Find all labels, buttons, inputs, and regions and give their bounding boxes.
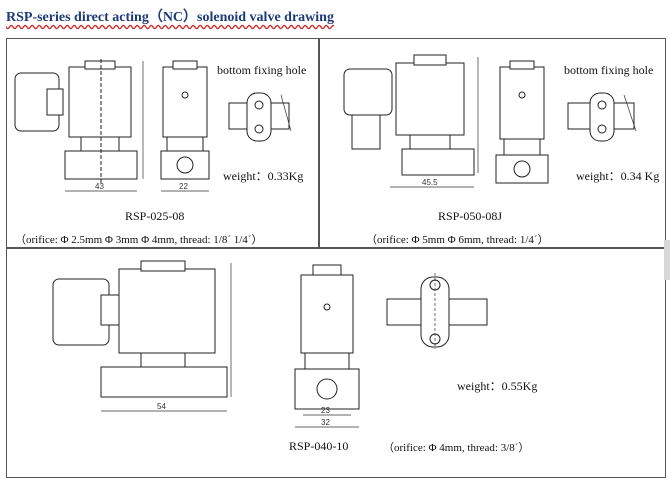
bottom-fixing-label: bottom fixing hole xyxy=(564,63,654,77)
weight-label: weight：0.55Kg xyxy=(457,379,538,393)
spec-label: （orifice: Φ 2.5mm Φ 3mm Φ 4mm, thread: 1… xyxy=(15,234,263,246)
panel-rsp-025-08: 43 22 bottom fixing hole weight：0.33Kg R… xyxy=(6,38,319,248)
valve-front-view: 45.5 xyxy=(343,54,479,188)
model-label: RSP-025-08 xyxy=(125,209,185,223)
panel-rsp-040-10: 54 23 32 weight：0.55Kg RSP-040-10 （orifi… xyxy=(6,248,666,478)
spec-label: （orifice: Φ 5mm Φ 6mm, thread: 1/4ˊ） xyxy=(366,234,549,246)
dim-inner-label: 23 xyxy=(321,406,330,415)
scrollbar[interactable] xyxy=(664,240,670,280)
dim-width-label: 43 xyxy=(95,182,104,191)
spec-label: （orifice: Φ 4mm, thread: 3/8ˊ） xyxy=(383,442,530,454)
valve-front-view: 54 xyxy=(52,260,232,412)
dim-width-label: 54 xyxy=(157,402,166,411)
bottom-fixing-label: bottom fixing hole xyxy=(217,63,307,77)
page-title: RSP-series direct acting（NC）solenoid val… xyxy=(6,10,334,25)
valve-front-view: 43 xyxy=(14,59,144,192)
valve-side-view xyxy=(495,60,549,184)
dim-outer-label: 32 xyxy=(321,418,330,427)
valve-side-view: 23 32 xyxy=(294,264,360,428)
dim-side-label: 22 xyxy=(179,182,188,191)
model-label: RSP-040-10 xyxy=(289,439,349,453)
panel-rsp-050-08j: 45.5 bottom fixing hole weight：0.34 Kg R… xyxy=(319,38,666,248)
weight-label: weight：0.34 Kg xyxy=(576,169,660,183)
dim-width-label: 45.5 xyxy=(422,178,438,187)
weight-label: weight：0.33Kg xyxy=(223,169,304,183)
bottom-fixing-view xyxy=(567,92,637,142)
bottom-fixing-view xyxy=(228,92,292,142)
model-label: RSP-050-08J xyxy=(438,209,503,223)
valve-side-view: 22 xyxy=(160,60,210,192)
bottom-fixing-view xyxy=(386,273,488,349)
